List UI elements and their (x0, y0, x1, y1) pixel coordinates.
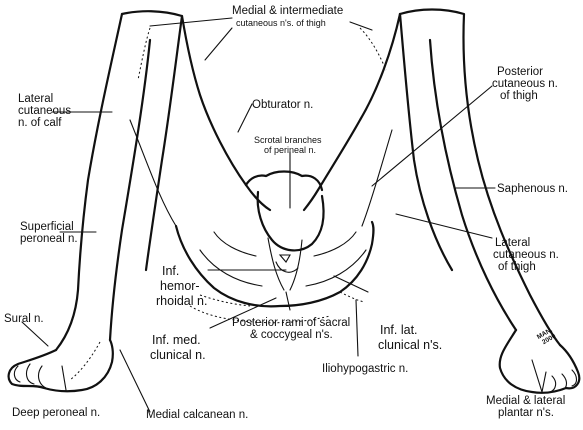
label-medial-lateral-plantar-line2: plantar n's. (498, 407, 554, 419)
label-posterior-cut-thigh-line3: of thigh (500, 90, 538, 102)
label-posterior-cut-thigh-line1: Posterior (497, 66, 543, 78)
label-lateral-cut-thigh-line2: cutaneous n. (493, 249, 559, 261)
label-scrotal-line2: of perineal n. (264, 145, 316, 155)
label-medial-intermediate-line2: cutaneous n's. of thigh (236, 18, 326, 28)
label-inf-med-clunical-line1: Inf. med. (152, 333, 201, 347)
label-inf-hemorrhoidal-line2: hemor- (160, 279, 200, 293)
label-inf-lat-clunical-line2: clunical n's. (378, 338, 442, 352)
nerve-labels: Medial & intermediate cutaneous n's. of … (4, 5, 568, 421)
label-inf-med-clunical-line2: clunical n. (150, 348, 206, 362)
label-sural: Sural n. (4, 313, 44, 325)
label-scrotal-line1: Scrotal branches (254, 135, 322, 145)
label-lateral-cut-thigh-line3: of thigh (498, 261, 536, 273)
label-lateral-cut-calf-line2: cutaneous (18, 105, 71, 117)
label-superficial-peroneal-line1: Superficial (20, 221, 74, 233)
label-iliohypogastric: Iliohypogastric n. (322, 363, 408, 375)
leader-lines (22, 18, 546, 412)
label-superficial-peroneal-line2: peroneal n. (20, 233, 78, 245)
label-inf-lat-clunical-line1: Inf. lat. (380, 323, 418, 337)
label-medial-calcanean: Medial calcanean n. (146, 409, 248, 421)
artist-signature: MAN. 2000 (536, 327, 558, 348)
label-posterior-rami-line2: & coccygeal n's. (250, 329, 333, 341)
label-lateral-cut-thigh-line1: Lateral (495, 237, 530, 249)
label-posterior-cut-thigh-line2: cutaneous n. (492, 78, 558, 90)
label-posterior-rami-line1: Posterior rami of sacral (232, 317, 350, 329)
label-saphenous: Saphenous n. (497, 183, 568, 195)
label-inf-hemorrhoidal-line3: rhoidal n. (156, 294, 207, 308)
label-lateral-cut-calf-line1: Lateral (18, 93, 53, 105)
label-obturator: Obturator n. (252, 99, 313, 111)
label-medial-lateral-plantar-line1: Medial & lateral (486, 395, 565, 407)
label-inf-hemorrhoidal-line1: Inf. (162, 264, 179, 278)
label-lateral-cut-calf-line3: n. of calf (18, 117, 62, 129)
label-medial-intermediate-line1: Medial & intermediate (232, 5, 343, 17)
label-deep-peroneal: Deep peroneal n. (12, 407, 100, 419)
